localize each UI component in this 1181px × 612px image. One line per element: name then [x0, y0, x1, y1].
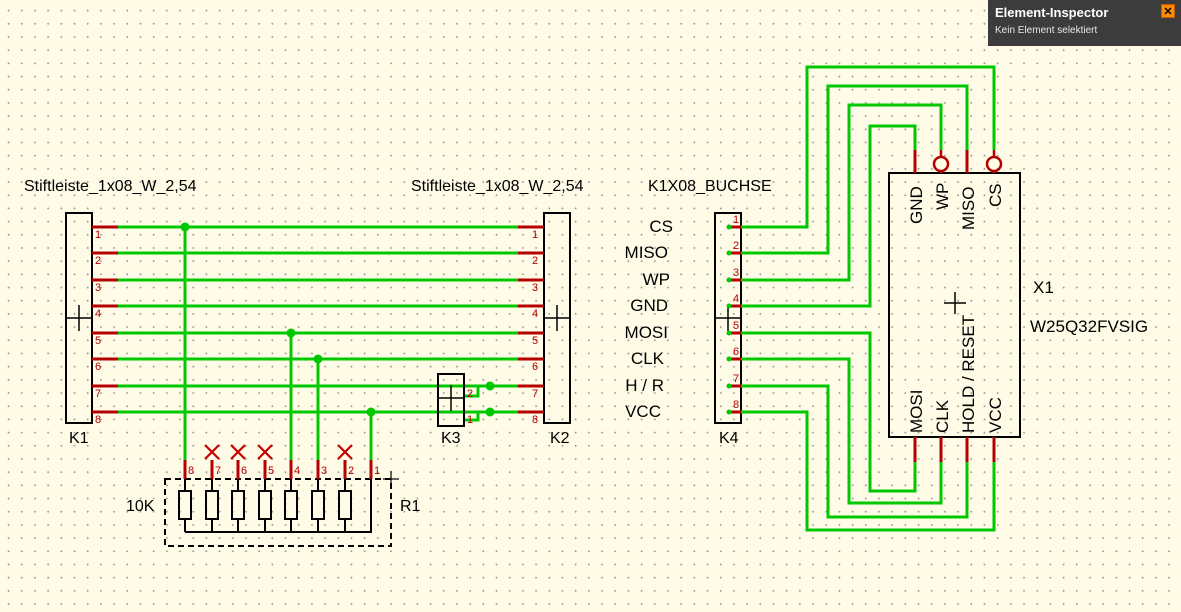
- k4-signal-label: MISO: [625, 243, 668, 262]
- k4-signal-label: MOSI: [625, 323, 668, 342]
- k1-pin-label: 8: [95, 414, 101, 426]
- no-connect-mark-icon: [204, 444, 353, 460]
- k1-pin-label: 1: [95, 229, 101, 241]
- x1-pin-label: CS: [986, 183, 1005, 207]
- junction-dots: [180, 222, 495, 417]
- k4-pin-label: 7: [733, 373, 739, 385]
- k4-signal-label: H / R: [625, 376, 664, 395]
- resistor-network-r1[interactable]: 10K R1 8 7 6 5 4 3 2 1: [126, 444, 421, 547]
- r1-pin-label: 3: [321, 465, 327, 477]
- x1-inverted-pin-icon: [932, 150, 1003, 173]
- k2-pin-label: 1: [532, 229, 538, 241]
- k2-pin-label: 7: [532, 388, 538, 400]
- r1-pin-label: 1: [374, 465, 380, 477]
- inspector-status: Kein Element selektiert: [995, 25, 1098, 36]
- r1-pin-label: 5: [268, 465, 274, 477]
- k4-pin-label: 1: [733, 214, 739, 226]
- r1-pin-label: 8: [188, 465, 194, 477]
- x1-body[interactable]: [888, 172, 1021, 438]
- k4-ref: K4: [719, 430, 739, 447]
- k3-ref: K3: [441, 430, 461, 447]
- r1-origin-cross: [383, 471, 399, 487]
- jumper-k3[interactable]: K3 2 1: [437, 373, 473, 447]
- socket-k4[interactable]: K1X08_BUCHSE K4 1 2 3 4 5 6 7 8 CS MISO …: [625, 178, 772, 447]
- r1-ref: R1: [400, 498, 421, 515]
- k2-pin-label: 2: [532, 255, 538, 267]
- r1-pin-label: 4: [294, 465, 300, 477]
- k1-pin-label: 7: [95, 388, 101, 400]
- k4-signal-label: VCC: [625, 402, 661, 421]
- k4-pin-label: 3: [733, 267, 739, 279]
- k2-value: Stiftleiste_1x08_W_2,54: [411, 178, 584, 195]
- k4-pin-label: 2: [733, 240, 739, 252]
- chip-x1[interactable]: X1 W25Q32FVSIG GND WP MISO CS MOSI CLK H…: [888, 150, 1148, 462]
- k3-body[interactable]: [437, 373, 465, 427]
- r1-pin-label: 7: [215, 465, 221, 477]
- connector-k2[interactable]: Stiftleiste_1x08_W_2,54 K2 1 2 3 4 5 6 7…: [411, 178, 584, 447]
- wires-k4-x1[interactable]: [741, 65, 996, 532]
- k4-pin-dots: [726, 224, 732, 415]
- x1-pin-label: GND: [907, 186, 926, 224]
- r1-pin-label: 6: [241, 465, 247, 477]
- k1-pin-label: 6: [95, 361, 101, 373]
- k1-pin-label: 4: [95, 308, 101, 320]
- k4-pin-label: 8: [733, 399, 739, 411]
- r1-value: 10K: [126, 498, 155, 515]
- k1-pin-label: 5: [95, 335, 101, 347]
- k3-pin-label: 1: [467, 414, 473, 426]
- k1-pin-label: 3: [95, 282, 101, 294]
- close-icon[interactable]: ✕: [1161, 4, 1175, 18]
- r1-outline[interactable]: [164, 478, 392, 547]
- k1-value: Stiftleiste_1x08_W_2,54: [24, 178, 197, 195]
- k4-signal-label: CS: [649, 217, 673, 236]
- element-inspector-panel[interactable]: Element-Inspector Kein Element selektier…: [988, 0, 1181, 46]
- x1-pin-label: MISO: [959, 187, 978, 230]
- r1-resistors: [178, 479, 372, 533]
- k3-pin-label: 2: [467, 388, 473, 400]
- x1-pin-label: WP: [933, 183, 952, 210]
- r1-pin-label: 2: [348, 465, 354, 477]
- connector-k1[interactable]: Stiftleiste_1x08_W_2,54 K1 1 2 3 4 5 6 7…: [24, 178, 197, 447]
- x1-pin-label: MOSI: [907, 390, 926, 433]
- x1-ref: X1: [1033, 278, 1054, 297]
- k2-ref: K2: [550, 430, 570, 447]
- x1-pin-label: VCC: [986, 397, 1005, 433]
- k4-pin-label: 5: [733, 320, 739, 332]
- k4-pin-label: 4: [733, 293, 739, 305]
- k2-pin-label: 3: [532, 282, 538, 294]
- k4-value: K1X08_BUCHSE: [648, 178, 772, 195]
- k2-pin-label: 6: [532, 361, 538, 373]
- k4-pin-label: 6: [733, 346, 739, 358]
- k4-signal-label: GND: [630, 296, 668, 315]
- k2-pin-label: 8: [532, 414, 538, 426]
- x1-value: W25Q32FVSIG: [1030, 317, 1148, 336]
- inspector-title: Element-Inspector: [995, 5, 1109, 20]
- x1-pin-label: CLK: [933, 399, 952, 433]
- k1-pin-label: 2: [95, 255, 101, 267]
- x1-pin-label: HOLD / RESET: [959, 315, 978, 433]
- k2-pin-label: 4: [532, 308, 538, 320]
- k4-signal-label: WP: [643, 270, 670, 289]
- k1-ref: K1: [69, 430, 89, 447]
- k4-signal-label: CLK: [631, 349, 665, 368]
- k2-pin-label: 5: [532, 335, 538, 347]
